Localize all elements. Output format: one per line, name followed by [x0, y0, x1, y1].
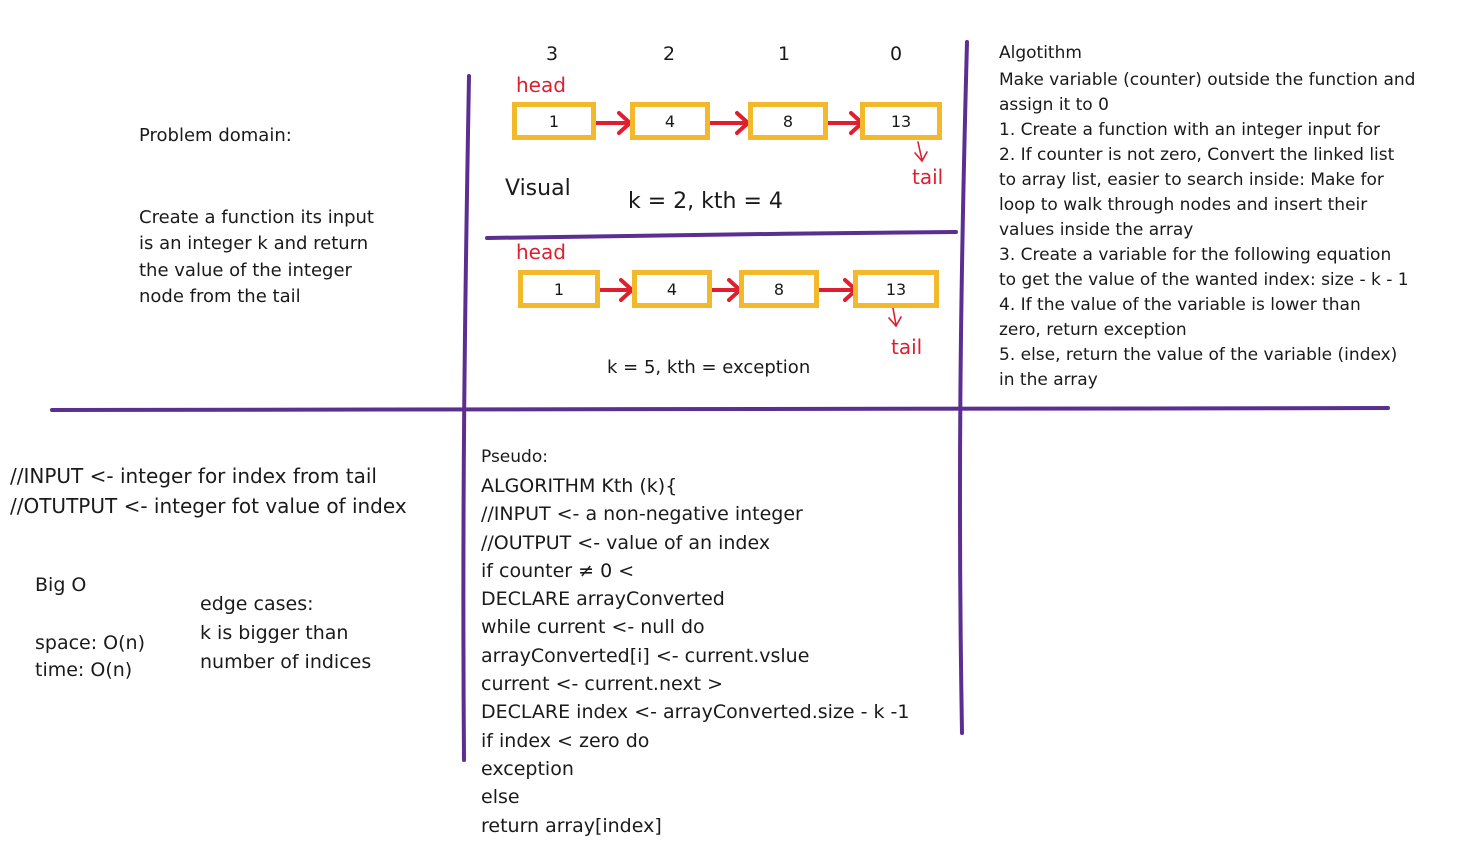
algorithm-title: Algotithm	[999, 43, 1082, 63]
pseudo-line: if index < zero do	[481, 729, 650, 752]
io-output: //OTUTPUT <- integer fot value of index	[10, 494, 407, 518]
visual-label: Visual	[505, 176, 571, 201]
divider-vertical-left	[461, 74, 471, 762]
pseudo-line: //INPUT <- a non-negative integer	[481, 503, 803, 526]
pseudo-line: DECLARE arrayConverted	[481, 588, 725, 611]
pseudo-line: exception	[481, 757, 574, 780]
index-label: 3	[546, 43, 559, 65]
big-o-title: Big O	[35, 574, 87, 596]
algorithm-line: 5. else, return the value of the variabl…	[999, 345, 1398, 365]
edge-case-line: k is bigger than	[200, 622, 349, 644]
big-o-space: space: O(n)	[35, 632, 146, 654]
pseudo-line: //OUTPUT <- value of an index	[481, 531, 771, 554]
algorithm-line: loop to walk through nodes and insert th…	[999, 195, 1368, 215]
pseudo-line: current <- current.next >	[481, 673, 724, 696]
algorithm-line: Make variable (counter) outside the func…	[999, 70, 1416, 90]
list-node: 4	[632, 270, 712, 308]
list-node: 13	[853, 270, 939, 308]
algorithm-line: 4. If the value of the variable is lower…	[999, 295, 1361, 315]
edge-case-line: edge cases:	[200, 593, 314, 615]
algorithm-line: 3. Create a variable for the following e…	[999, 245, 1392, 265]
list-node: 8	[748, 102, 828, 140]
head-label: head	[516, 240, 566, 264]
head-label: head	[516, 73, 566, 97]
algorithm-line: zero, return exception	[999, 320, 1187, 340]
pseudo-line: DECLARE index <- arrayConverted.size - k…	[481, 701, 910, 724]
list-node: 1	[518, 270, 600, 308]
arrow-icon	[599, 278, 634, 302]
algorithm-line: to array list, easier to search inside: …	[999, 170, 1384, 190]
index-label: 2	[663, 43, 676, 65]
pseudo-line: return array[index]	[481, 814, 662, 837]
problem-line: the value of the integer	[139, 259, 352, 281]
problem-domain-heading: Problem domain:	[139, 125, 292, 146]
pseudo-heading: Pseudo:	[481, 447, 548, 467]
algorithm-line: in the array	[999, 370, 1098, 390]
algorithm-steps: Make variable (counter) outside the func…	[999, 68, 1415, 393]
arrow-icon	[708, 111, 750, 135]
pseudo-line: while current <- null do	[481, 616, 705, 639]
big-o-time: time: O(n)	[35, 659, 133, 681]
divider-visual-split	[485, 230, 958, 240]
arrow-icon	[825, 111, 864, 135]
visual-caption: k = 2, kth = 4	[628, 189, 783, 214]
divider-horizontal	[50, 406, 1390, 413]
problem-line: is an integer k and return	[139, 233, 369, 255]
problem-domain-text: Create a function its input is an integer…	[139, 205, 374, 310]
list-node: 1	[512, 102, 596, 140]
pseudo-code: ALGORITHM Kth (k){ //INPUT <- a non-negat…	[481, 472, 910, 840]
arrow-icon	[593, 111, 632, 135]
algorithm-line: to get the value of the wanted index: si…	[999, 270, 1409, 290]
divider-vertical-right	[957, 40, 969, 735]
pseudo-line: ALGORITHM Kth (k){	[481, 475, 678, 497]
tail-label: tail	[891, 335, 923, 359]
index-label: 1	[778, 43, 791, 65]
arrow-icon	[710, 278, 742, 302]
pseudo-line: arrayConverted[i] <- current.vslue	[481, 644, 810, 667]
index-label: 0	[890, 43, 903, 65]
list-node: 8	[739, 270, 819, 308]
tail-label: tail	[912, 165, 944, 189]
tail-pointer-icon	[888, 307, 902, 328]
edge-cases: edge cases: k is bigger than number of ind…	[200, 590, 371, 677]
algorithm-line: 2. If counter is not zero, Convert the l…	[999, 145, 1395, 165]
pseudo-line: else	[481, 786, 520, 809]
io-input: //INPUT <- integer for index from tail	[10, 464, 377, 488]
algorithm-line: assign it to 0	[999, 95, 1109, 115]
problem-line: Create a function its input	[139, 207, 374, 228]
arrow-icon	[816, 278, 858, 302]
visual-caption: k = 5, kth = exception	[607, 357, 811, 378]
list-node: 13	[860, 102, 942, 140]
tail-pointer-icon	[914, 141, 928, 163]
edge-case-line: number of indices	[200, 651, 372, 673]
algorithm-line: values inside the array	[999, 220, 1194, 240]
problem-line: node from the tail	[139, 285, 301, 307]
algorithm-line: 1. Create a function with an integer inp…	[999, 120, 1381, 140]
pseudo-line: if counter ≠ 0 <	[481, 559, 635, 582]
list-node: 4	[630, 102, 710, 140]
